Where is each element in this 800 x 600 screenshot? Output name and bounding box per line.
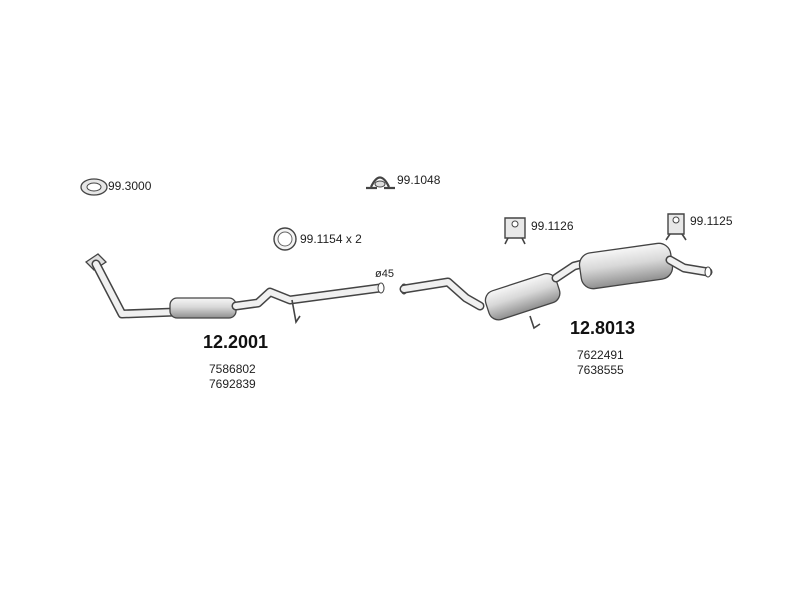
rear-pipe-section (399, 242, 713, 330)
gasket-ring-icon (80, 178, 108, 196)
oem-number: 7692839 (209, 377, 256, 391)
rubber-mount-icon (665, 213, 687, 241)
part-code-rubber-mount-1: 99.1126 (531, 219, 574, 233)
part-code-clamp: 99.1048 (397, 173, 441, 187)
clamp-icon (366, 176, 395, 190)
seal-ring-icon (273, 227, 297, 251)
part-code-seal-ring: 99.1154 x 2 (300, 232, 362, 246)
rear-section-oem-numbers: 7622491 7638555 (577, 348, 624, 378)
part-code-rubber-mount-2: 99.1125 (690, 214, 733, 228)
rear-section-code: 12.8013 (570, 318, 636, 338)
rubber-mount-icon (504, 217, 526, 245)
front-section-code: 12.2001 (203, 332, 269, 352)
front-pipe-section (84, 253, 385, 325)
oem-number: 7638555 (577, 363, 624, 377)
part-code-gasket-ring: 99.3000 (108, 179, 152, 193)
oem-number: 7622491 (577, 348, 624, 362)
front-section-oem-numbers: 7586802 7692839 (209, 362, 256, 392)
pipe-diameter-label: ø45 (375, 268, 394, 280)
oem-number: 7586802 (209, 362, 256, 376)
